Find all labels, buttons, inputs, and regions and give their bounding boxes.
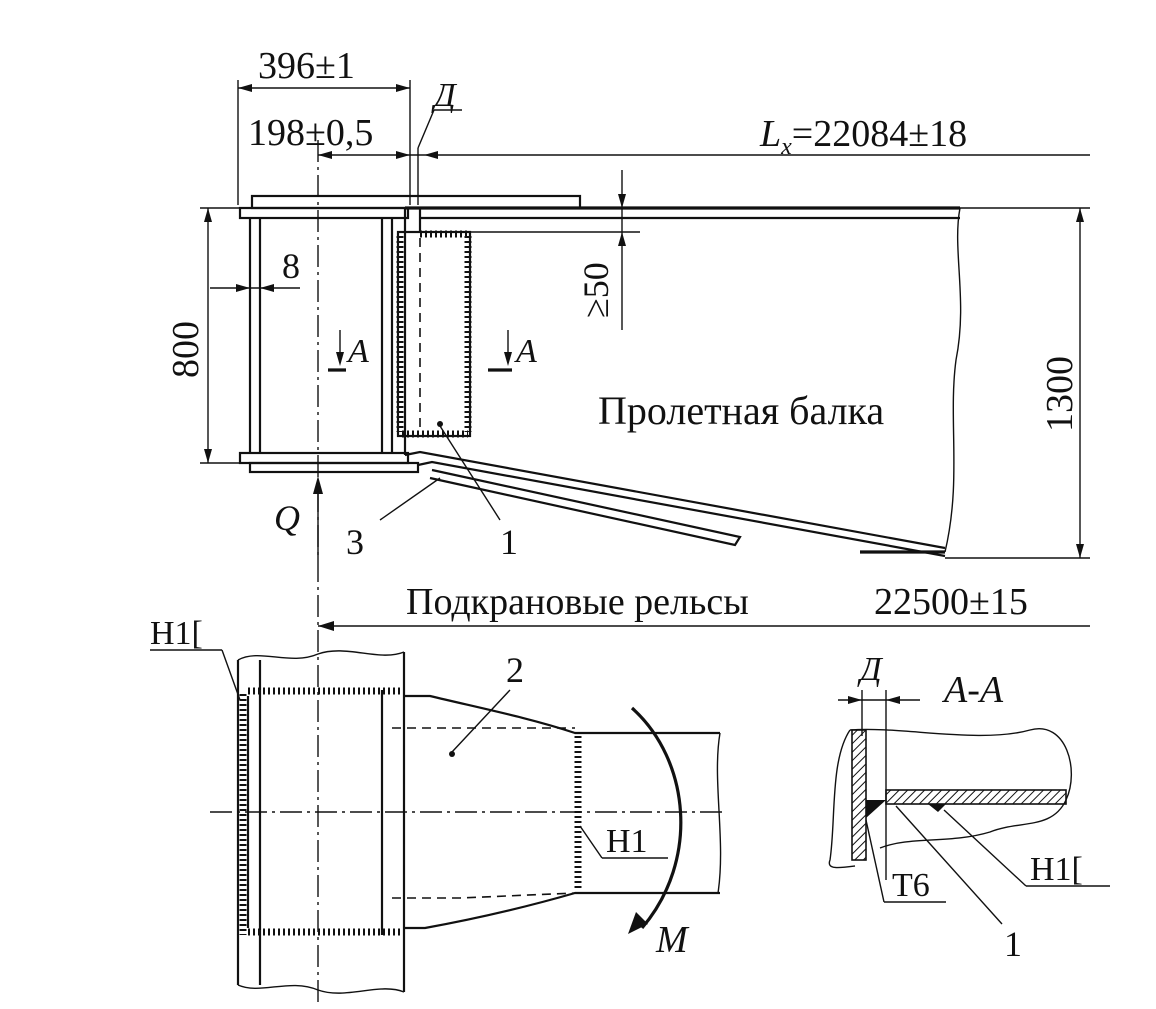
- weld-h1-bracket-section: Н1[: [943, 809, 1110, 888]
- part-1-plate: [396, 230, 472, 438]
- weld-h1-middle-label: Н1: [606, 823, 648, 860]
- dim-8-label: 8: [282, 246, 300, 286]
- weld-t6-label: Т6: [892, 867, 930, 904]
- dim-50-label: ≥50: [576, 262, 616, 318]
- callout-3: 3: [346, 477, 441, 562]
- d-marker-section: Д: [838, 651, 920, 880]
- d-marker-label: Д: [431, 77, 458, 114]
- section-title: А-А: [941, 669, 1004, 711]
- dim-800-label: 800: [165, 321, 207, 378]
- section-a-left: А: [328, 330, 369, 372]
- dim-rail-span: Подкрановые рельсы 22500±15: [318, 581, 1090, 631]
- d-marker-section-label: Д: [857, 651, 884, 688]
- weld-h1-bracket-left: Н1[: [150, 615, 241, 701]
- callout-1-section: 1: [895, 805, 1022, 964]
- dim-rail-span-label: 22500±15: [874, 581, 1028, 623]
- callout-1-label: 1: [500, 522, 518, 562]
- moment-m-label: M: [655, 919, 690, 961]
- callout-3-label: 3: [346, 522, 364, 562]
- force-q: Q: [274, 476, 323, 560]
- dim-lx-sub: x: [780, 134, 792, 160]
- dim-lx: Lx=22084±18: [410, 113, 1090, 160]
- dim-50: ≥50: [470, 170, 640, 330]
- callout-2: 2: [449, 650, 524, 757]
- crane-rails-label: Подкрановые рельсы: [406, 581, 749, 623]
- weld-h1-bracket-left-label: Н1[: [150, 615, 203, 652]
- callout-1: 1: [437, 421, 518, 562]
- callout-1-section-label: 1: [1004, 924, 1022, 964]
- span-beam: [403, 206, 962, 558]
- dim-800: 800: [165, 207, 240, 464]
- weld-h1-middle: Н1: [579, 823, 668, 860]
- dim-198: 198±0,5: [248, 112, 410, 159]
- weld-t6: Т6: [865, 819, 946, 904]
- dim-396: 396±1: [237, 45, 411, 205]
- callout-2-label: 2: [506, 650, 524, 690]
- dim-198-label: 198±0,5: [248, 112, 373, 154]
- section-aa: А-А Д Т6 1 Н1[: [828, 651, 1110, 964]
- dim-396-label: 396±1: [258, 45, 355, 87]
- dim-1300-label: 1300: [1039, 356, 1081, 432]
- end-beam: [238, 194, 582, 474]
- span-beam-label: Пролетная балка: [598, 388, 884, 433]
- d-marker: Д: [417, 77, 462, 205]
- top-view: 396±1 198±0,5 Д Lx=22084±18: [165, 45, 1090, 1005]
- section-a-right-label: А: [514, 333, 537, 370]
- dim-lx-label: Lx=22084±18: [759, 113, 967, 160]
- moment-m: M: [628, 706, 690, 961]
- plan-view: Н1[ 2 Н1 M: [150, 615, 725, 994]
- dim-1300: 1300: [945, 207, 1090, 559]
- section-a-left-label: А: [346, 333, 369, 370]
- dim-8: 8: [210, 246, 300, 292]
- force-q-label: Q: [274, 498, 300, 538]
- section-a-right: А: [488, 330, 537, 372]
- dim-lx-symbol: L: [759, 113, 781, 155]
- weld-h1-bracket-section-label: Н1[: [1030, 851, 1083, 888]
- dim-lx-value: =22084±18: [792, 113, 967, 155]
